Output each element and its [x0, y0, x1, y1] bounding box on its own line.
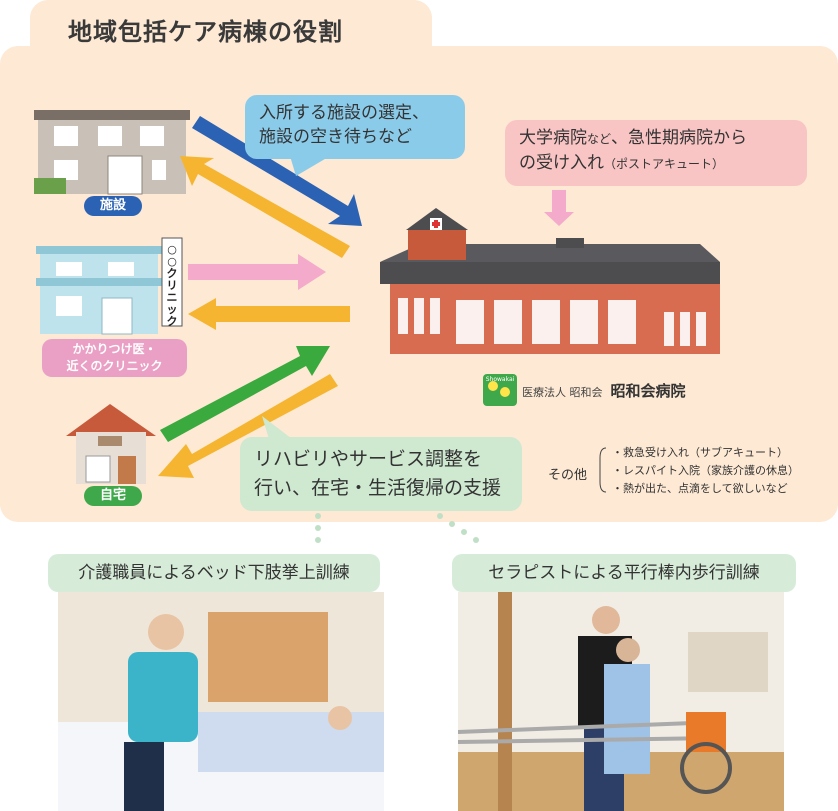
home-support-bubble: リハビリやサービス調整を 行い、在宅・生活復帰の支援	[240, 437, 522, 511]
left-photo-caption: 介護職員によるベッド下肢挙上訓練	[48, 554, 380, 592]
hospital-building-icon	[380, 208, 720, 354]
other-bracket	[599, 447, 607, 493]
arrow-hospital-to-facility	[180, 156, 350, 258]
home-icon	[66, 404, 156, 484]
title-tab	[30, 0, 432, 60]
other-list: ・救急受け入れ（サブアキュート） ・レスパイト入院（家族介護の休息） ・熱が出た…	[612, 446, 799, 495]
clinic-sign: ○○クリニック	[166, 243, 178, 328]
facility-building-icon	[34, 110, 190, 195]
arrow-clinic-to-hospital	[188, 254, 326, 290]
bubble-tail-home	[262, 416, 296, 442]
page-title: 地域包括ケア病棟の役割	[68, 18, 343, 46]
right-photo-caption: セラピストによる平行棒内歩行訓練	[452, 554, 796, 592]
facility-bubble: 入所する施設の選定、 施設の空き待ちなど	[245, 95, 465, 159]
clinic-label: かかりつけ医・ 近くのクリニック	[42, 339, 187, 377]
home-label: 自宅	[84, 486, 142, 506]
arrow-hospital-to-home	[158, 374, 338, 478]
bubble-tail-facility	[290, 156, 330, 176]
hospital-logo-text: Showakai	[485, 376, 515, 383]
dotted-connectors	[315, 513, 479, 543]
arrow-home-to-hospital	[160, 346, 330, 442]
clinic-building-icon	[36, 237, 183, 335]
hospital-name: 医療法人 昭和会昭和会病院	[522, 382, 686, 400]
arrow-facility-to-hospital	[192, 116, 362, 226]
hospital-logo-icon	[483, 374, 517, 406]
arrow-university-to-hospital	[544, 190, 574, 226]
right-training-photo	[458, 592, 784, 811]
university-hospital-bubble: 大学病院など、急性期病院から の受け入れ（ポストアキュート）	[505, 120, 807, 186]
other-label: その他	[548, 468, 588, 483]
arrow-hospital-to-clinic	[188, 298, 350, 330]
facility-label: 施設	[84, 196, 142, 216]
left-training-photo	[58, 592, 384, 811]
